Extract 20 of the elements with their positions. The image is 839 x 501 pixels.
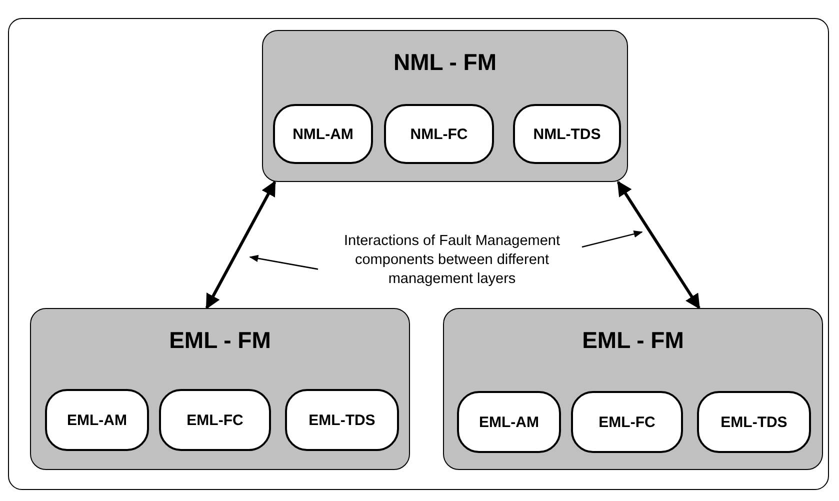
annotation-text: Interactions of Fault Management components between different management layers [318, 232, 586, 292]
component-pill: NML-AM [273, 104, 373, 164]
leader-arrow [582, 230, 643, 248]
leader-arrow [249, 254, 318, 270]
double-arrow [205, 180, 276, 310]
group-box [443, 308, 823, 470]
component-pill: EML-FC [159, 389, 271, 451]
group-box [30, 308, 410, 470]
double-arrow [616, 180, 700, 310]
group-title: EML - FM [581, 327, 685, 354]
component-pill: EML-AM [457, 391, 561, 453]
group-title: EML - FM [168, 327, 272, 354]
group-box [262, 30, 628, 182]
component-pill: EML-TDS [697, 391, 811, 453]
component-pill: EML-AM [45, 389, 149, 451]
component-pill: NML-FC [384, 104, 494, 164]
component-pill: EML-TDS [285, 389, 399, 451]
group-title: NML - FM [392, 49, 498, 76]
component-pill: EML-FC [571, 391, 683, 453]
component-pill: NML-TDS [513, 104, 621, 164]
